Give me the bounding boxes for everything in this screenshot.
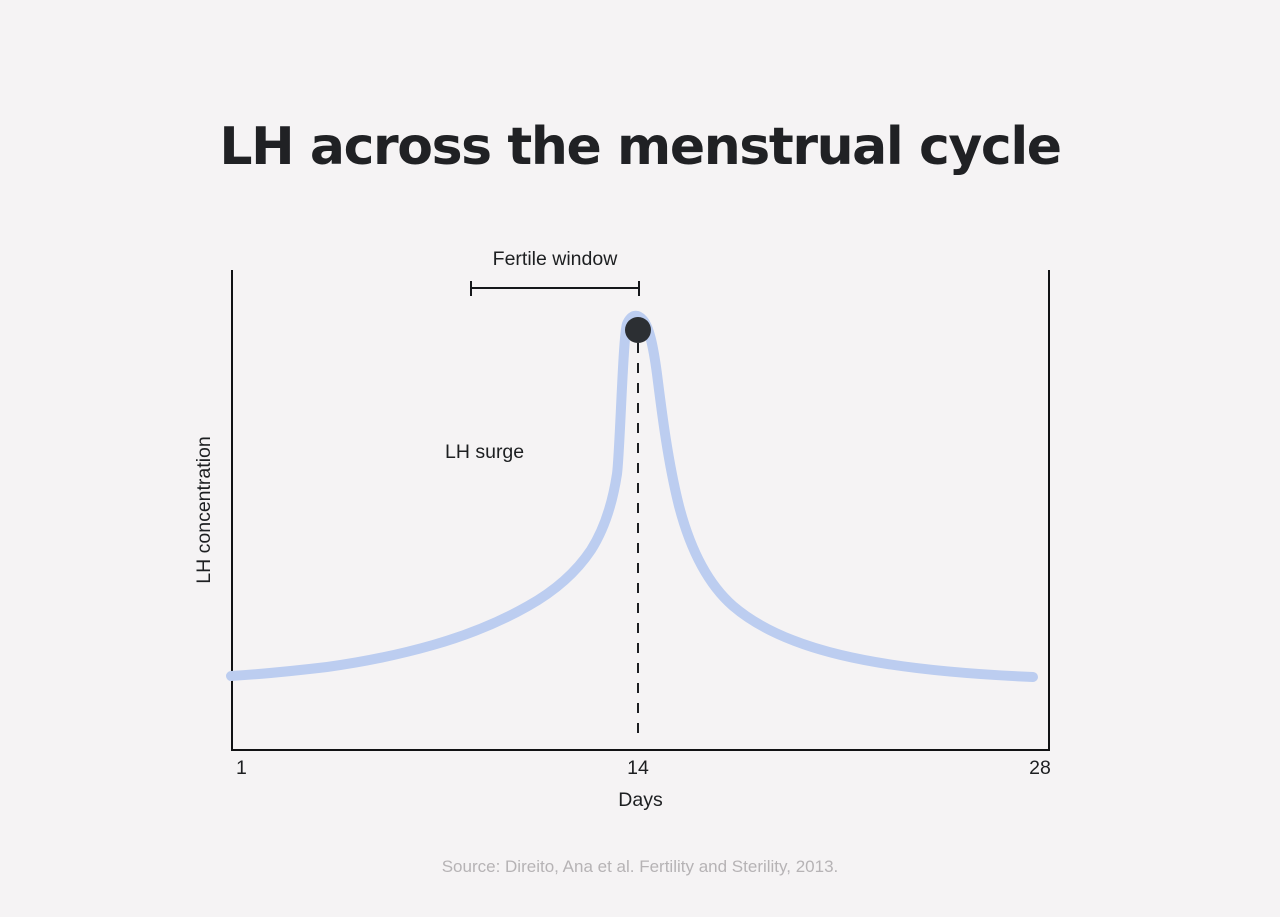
x-axis-tick-label-1: 1 bbox=[236, 757, 247, 779]
lh-surge-annotation-label: LH surge bbox=[445, 441, 525, 463]
ovulation-peak-marker bbox=[625, 317, 651, 343]
fertile-window-bracket bbox=[470, 281, 640, 296]
plot-area bbox=[226, 270, 1050, 751]
chart-title: LH across the menstrual cycle bbox=[219, 117, 1062, 177]
fertile-window-bracket-cap-right bbox=[638, 281, 640, 296]
x-axis-tick-label-14: 14 bbox=[627, 757, 649, 779]
y-axis-left-spine bbox=[231, 270, 233, 751]
fertile-window-label: Fertile window bbox=[492, 248, 618, 270]
y-axis-right-spine bbox=[1048, 270, 1050, 751]
ovulation-dashed-line bbox=[637, 343, 639, 741]
x-axis-spine bbox=[231, 749, 1050, 751]
fertile-window-bracket-cap-left bbox=[470, 281, 472, 296]
x-axis-title: Days bbox=[618, 789, 663, 811]
y-axis-title: LH concentration bbox=[193, 436, 215, 584]
source-note: Source: Direito, Ana et al. Fertility an… bbox=[441, 857, 839, 876]
fertile-window-annotation: Fertile window bbox=[231, 248, 1050, 298]
x-axis-tick-label-28: 28 bbox=[1029, 757, 1051, 779]
